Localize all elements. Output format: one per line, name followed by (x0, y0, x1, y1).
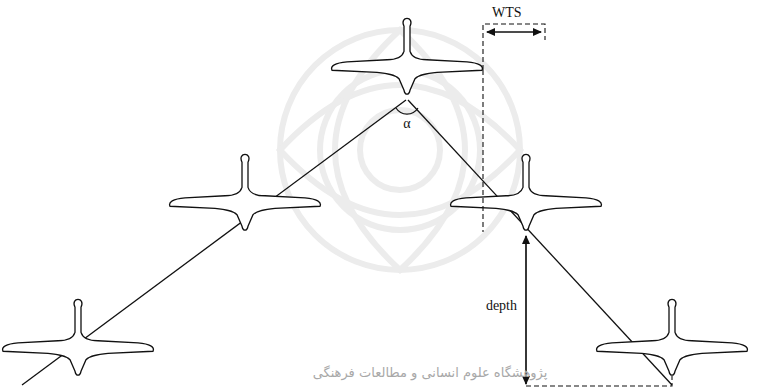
wts-arrow (487, 32, 541, 33)
wts-arrow (487, 32, 541, 33)
depth-guide (526, 376, 672, 386)
wts-guide (482, 70, 483, 232)
watermark-text: پژوهشگاه علوم انسانی و مطالعات فرهنگی (313, 366, 548, 380)
depth-arrow (525, 236, 526, 384)
wts-bracket (483, 24, 545, 70)
dimension-label: depth (484, 298, 519, 313)
bird-outline (597, 299, 748, 375)
bird-outline (451, 154, 602, 230)
depth-arrow (525, 236, 526, 384)
angle-label: α (403, 116, 410, 131)
dimension-label: WTS (492, 5, 522, 20)
bird-outline (3, 299, 154, 375)
bird-outline (332, 18, 483, 94)
bird-outline (170, 154, 321, 230)
angle-arc (396, 108, 418, 114)
